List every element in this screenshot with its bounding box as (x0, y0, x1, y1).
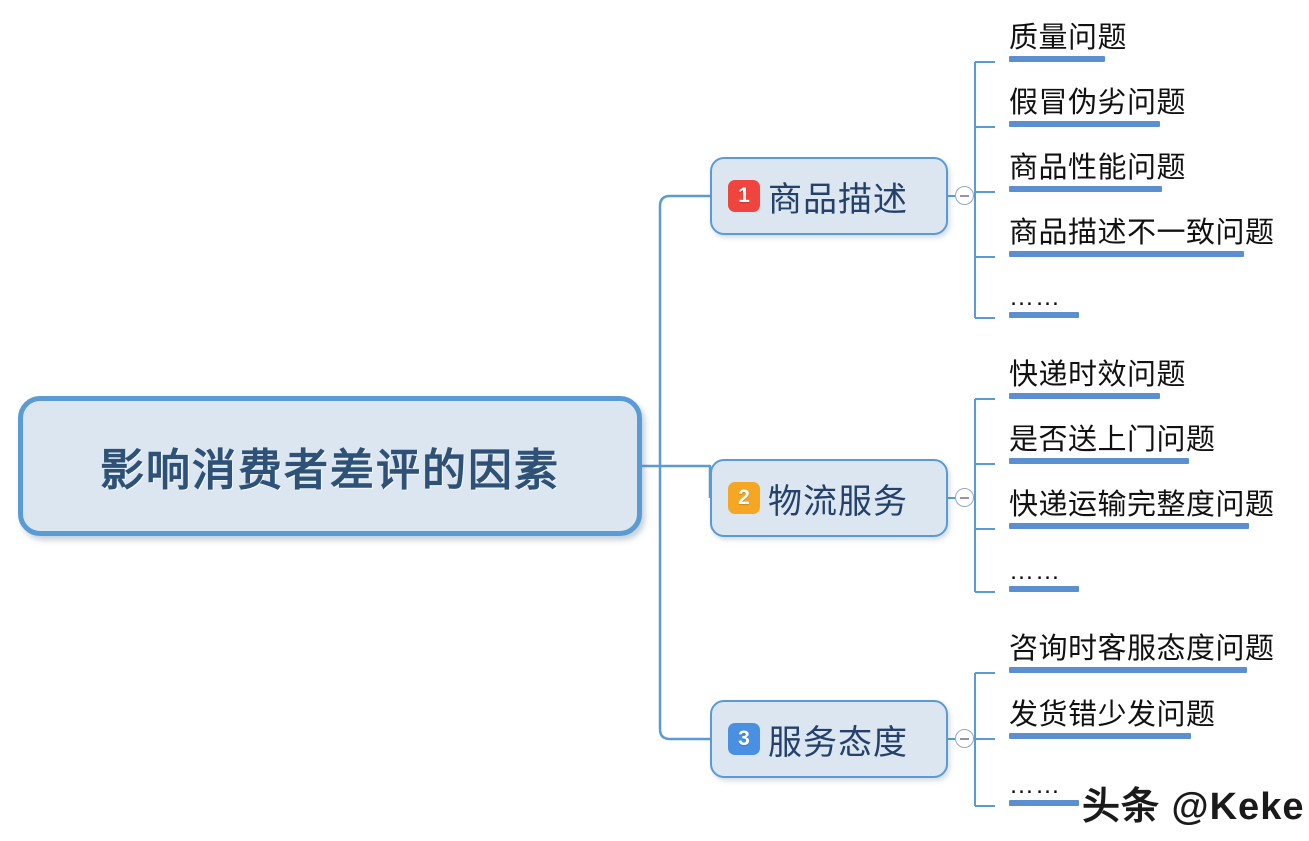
minus-icon (960, 496, 969, 499)
leaf-underline-bar (1009, 393, 1160, 399)
leaf-label: 咨询时客服态度问题 (1009, 633, 1275, 665)
leaf-underline-bar (1009, 251, 1244, 257)
branch-badge-2: 2 (728, 482, 760, 514)
minus-icon (960, 737, 969, 740)
leaf-underline-bar (1009, 523, 1249, 529)
minus-icon (960, 194, 969, 197)
leaf-underline-bar (1009, 667, 1247, 673)
leaf-underline-bar (1009, 56, 1105, 62)
watermark-text: 头条 @Keke (1082, 786, 1305, 828)
leaf-underline-bar (1009, 458, 1189, 464)
watermark: 头条 @Keke (1082, 775, 1304, 830)
leaf-label: 是否送上门问题 (1009, 424, 1216, 456)
leaf-label: 商品性能问题 (1009, 152, 1187, 184)
leaf-label: 商品描述不一致问题 (1009, 217, 1275, 249)
leaf-underline-bar (1009, 586, 1079, 592)
leaf-underline-bar (1009, 733, 1191, 739)
leaf-label: 快递时效问题 (1009, 359, 1187, 391)
leaf-underline-bar (1009, 312, 1079, 318)
branch-label-1: 商品描述 (768, 180, 908, 219)
leaf-underline-bar (1009, 186, 1162, 192)
collapse-toggle-icon-3[interactable] (955, 729, 974, 748)
branch-badge-1: 1 (728, 180, 760, 212)
leaf-label: …… (1009, 283, 1061, 311)
leaf-label: 质量问题 (1009, 22, 1128, 54)
leaf-label: 快递运输完整度问题 (1009, 489, 1275, 521)
collapse-toggle-icon-1[interactable] (955, 186, 974, 205)
central-node[interactable]: 影响消费者差评的因素 (18, 396, 642, 536)
branch-node-logistics-service[interactable]: 2 物流服务 (710, 459, 948, 537)
leaf-label: 发货错少发问题 (1009, 699, 1216, 731)
leaf-underline-bar (1009, 121, 1160, 127)
branch-badge-3: 3 (728, 723, 760, 755)
leaf-label: …… (1009, 557, 1061, 585)
branch-node-service-attitude[interactable]: 3 服务态度 (710, 700, 948, 778)
branch-node-product-description[interactable]: 1 商品描述 (710, 157, 948, 235)
leaf-underline-bar (1009, 800, 1079, 806)
central-node-label: 影响消费者差评的因素 (100, 446, 560, 495)
collapse-toggle-icon-2[interactable] (955, 488, 974, 507)
leaf-label: 假冒伪劣问题 (1009, 87, 1187, 119)
leaf-label: …… (1009, 771, 1061, 799)
branch-label-3: 服务态度 (768, 723, 908, 762)
branch-label-2: 物流服务 (768, 482, 908, 521)
